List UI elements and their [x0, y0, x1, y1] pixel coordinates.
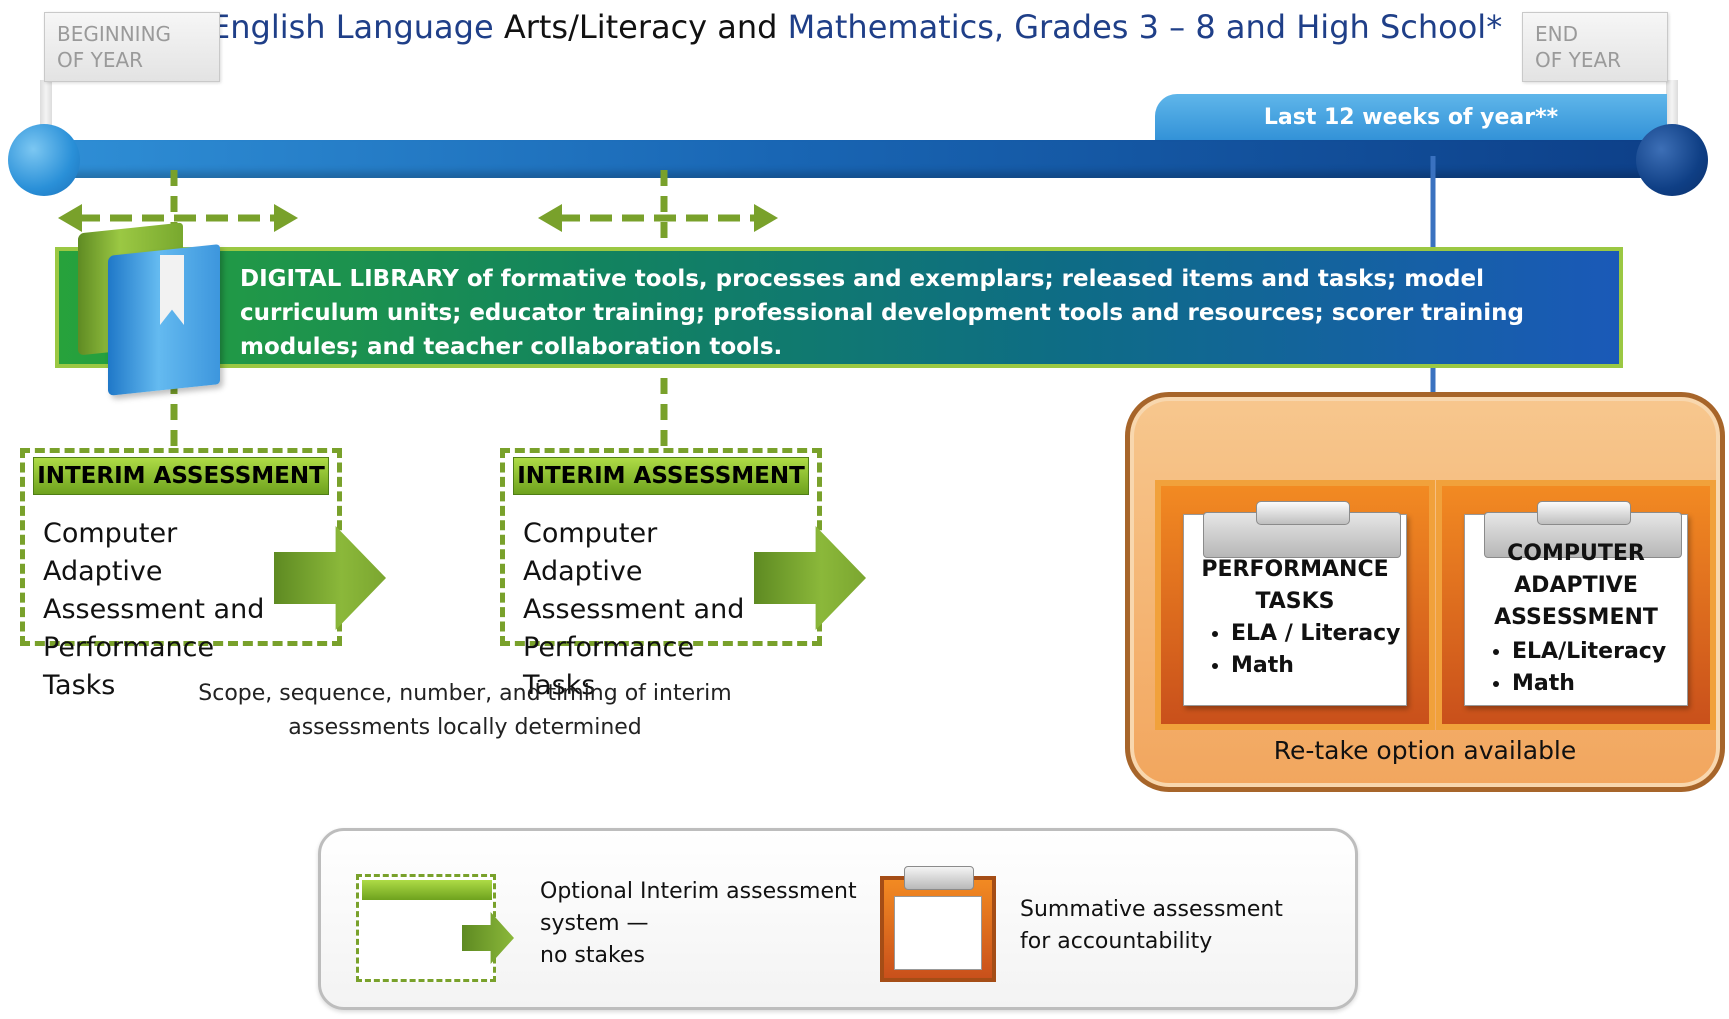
- interim-assessment-card-1: INTERIM ASSESSMENT Computer Adaptive Ass…: [20, 448, 342, 701]
- interim-1-line-1: Computer Adaptive: [43, 518, 178, 587]
- performance-tasks-clipboard: PERFORMANCE TASKS ELA / Literacy Math: [1155, 480, 1435, 730]
- interim-note-line-2: assessments locally determined: [288, 715, 642, 740]
- beginning-label-line2: OF YEAR: [57, 48, 144, 72]
- interim-1-arrow-left-icon: [58, 204, 82, 232]
- end-label-line1: END: [1535, 22, 1578, 46]
- interim-assessment-body-2: Computer Adaptive Assessment and Perform…: [523, 515, 773, 705]
- legend-interim-header-bar: [362, 880, 492, 900]
- diagram-title: English Language Arts/Literacy and Mathe…: [210, 8, 1503, 46]
- end-of-year-flag: END OF YEAR: [1522, 12, 1668, 82]
- performance-item-math: Math: [1231, 650, 1401, 682]
- beginning-label-line1: BEGINNING: [57, 22, 172, 46]
- retake-option-label: Re-take option available: [1273, 736, 1577, 765]
- legend-summative-line-2: for accountability: [1020, 929, 1213, 954]
- interim-2-arrow-right-icon: [754, 204, 778, 232]
- legend-summative-clip-icon: [904, 866, 974, 890]
- interim-2-line-1: Computer Adaptive: [523, 518, 658, 587]
- digital-library-text: DIGITAL LIBRARY of formative tools, proc…: [240, 266, 1525, 360]
- legend-interim-line-1: Optional Interim assessment: [540, 879, 857, 904]
- digital-library-band: [55, 247, 1623, 368]
- legend-summative-line-1: Summative assessment: [1020, 897, 1283, 922]
- interim-assessment-header-1: INTERIM ASSESSMENT: [33, 457, 329, 495]
- interim-assessment-card-2: INTERIM ASSESSMENT Computer Adaptive Ass…: [500, 448, 822, 701]
- title-part-english: English Language: [210, 8, 494, 46]
- interim-2-line-2: Assessment and: [523, 594, 745, 625]
- interim-scope-note: Scope, sequence, number, and timing of i…: [170, 677, 760, 745]
- computer-adaptive-clip-icon: [1484, 501, 1682, 558]
- adaptive-item-math: Math: [1512, 668, 1666, 700]
- legend-interim-line-2: system —: [540, 911, 649, 936]
- legend-interim-text: Optional Interim assessment system — no …: [540, 876, 860, 972]
- beginning-of-year-flag: BEGINNING OF YEAR: [44, 12, 220, 82]
- interim-1-line-2: Assessment and: [43, 594, 265, 625]
- interim-2-arrow-left-icon: [538, 204, 562, 232]
- title-part-math: Mathematics, Grades 3 – 8 and High Schoo…: [787, 8, 1503, 46]
- adaptive-title-line-3: ASSESSMENT: [1494, 605, 1658, 630]
- title-part-arts: Arts/Literacy and: [493, 8, 788, 46]
- performance-title-line-2: TASKS: [1255, 589, 1335, 614]
- performance-title-line-1: PERFORMANCE: [1201, 557, 1389, 582]
- adaptive-title-line-1: COMPUTER: [1507, 541, 1645, 566]
- end-label-line2: OF YEAR: [1535, 48, 1622, 72]
- interim-1-line-3: Performance Tasks: [43, 632, 215, 701]
- interim-assessment-body-1: Computer Adaptive Assessment and Perform…: [43, 515, 293, 705]
- timeline-end-marker: [1636, 124, 1708, 196]
- interim-2-line-3: Performance Tasks: [523, 632, 695, 701]
- last-12-weeks-band: Last 12 weeks of year**: [1155, 94, 1667, 144]
- computer-adaptive-clipboard: COMPUTER ADAPTIVE ASSESSMENT ELA/Literac…: [1436, 480, 1716, 730]
- legend-interim-line-3: no stakes: [540, 943, 645, 968]
- performance-item-ela: ELA / Literacy: [1231, 618, 1401, 650]
- performance-tasks-title: PERFORMANCE TASKS: [1181, 554, 1409, 618]
- performance-tasks-list: ELA / Literacy Math: [1209, 618, 1401, 682]
- adaptive-item-ela: ELA/Literacy: [1512, 636, 1666, 668]
- computer-adaptive-title: COMPUTER ADAPTIVE ASSESSMENT: [1462, 538, 1690, 634]
- interim-note-line-1: Scope, sequence, number, and timing of i…: [198, 681, 732, 706]
- computer-adaptive-list: ELA/Literacy Math: [1490, 636, 1666, 700]
- performance-tasks-clip-icon: [1203, 501, 1401, 558]
- timeline-start-marker: [8, 124, 80, 196]
- adaptive-title-line-2: ADAPTIVE: [1514, 573, 1638, 598]
- interim-assessment-header-2: INTERIM ASSESSMENT: [513, 457, 809, 495]
- legend-summative-clipboard-icon: [880, 876, 996, 982]
- legend-summative-text: Summative assessment for accountability: [1020, 894, 1340, 958]
- interim-1-arrow-right-icon: [274, 204, 298, 232]
- timeline-bar: [40, 140, 1680, 178]
